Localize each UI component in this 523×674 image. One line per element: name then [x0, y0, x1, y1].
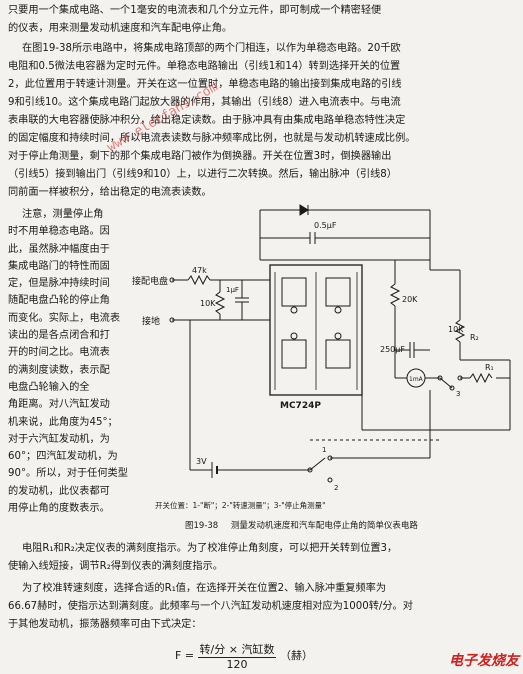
ground-label: 接地 [142, 315, 160, 327]
body-text-line: 用停止角的度数表示。 [8, 503, 110, 515]
circuit-diagram: 0.5μF MC724P 接配电盘 47k 接地 10K 1μF 20K 10K… [132, 204, 511, 510]
input-label: 接配电盘 [132, 275, 168, 287]
formula-numerator: 转/分 × 汽缸数 [197, 643, 277, 658]
body-text-line: （引线5）接到输出门（引线9和10）上，以进行二次转换。然后，输出脉冲（引线8） [8, 169, 397, 180]
r10k-right-label: 10K [448, 325, 464, 334]
site-logo: 电子发烧友 [449, 653, 519, 669]
body-text-line: 于其他发动机，振荡器频率可由下式决定： [8, 619, 202, 630]
resistor-r2 [454, 319, 466, 343]
diode-symbol [299, 204, 309, 216]
body-text-line: 电盘凸轮输入的全 [8, 381, 90, 393]
resistor-47k [187, 274, 211, 286]
body-text-line: 使输入线短接，调节R₂得到仪表的满刻度指示。 [8, 561, 223, 572]
body-text-line: 对于停止角测量，剩下的那个集成电路门被作为倒换器。开关在位置3时，倒换器输出 [8, 151, 392, 162]
body-text-line: 电阻和0.5微法电容器为定时元件。单稳态电路输出（引线1和14）转到选择开关的位… [8, 61, 401, 72]
ic-label: MC724P [280, 401, 321, 411]
figure-number: 图19-38 [185, 521, 219, 531]
body-text-line: 读出的是各点闭合和打 [8, 330, 110, 342]
formula-lhs: F = [175, 649, 195, 662]
formula-unit: （赫） [279, 649, 313, 662]
r47k-label: 47k [192, 266, 207, 275]
body-text-line: 集成电路门的特性而固 [8, 260, 110, 272]
body-text-line: 的发动机，此仪表都可 [8, 485, 110, 497]
body-text-line: 的固定幅度和持续时间，所以电流表读数与脉冲频率成比例，也就是与发动机转速成比例。 [8, 133, 416, 144]
body-text-line: 为了校准转速刻度，选择合适的R₁值，在选择开关在位置2、输入脉冲重复频率为 [22, 583, 387, 594]
cap-top-label: 0.5μF [314, 221, 337, 230]
meter-label: 1mA [409, 376, 424, 383]
r1-label: R₁ [485, 363, 494, 372]
body-text-line: 2，此位置用于转速计测量。开关在这一位置时，单稳态电路的输出接到集成电路的引线 [8, 79, 402, 90]
cap-250-label: 250μF [380, 345, 405, 354]
body-text-line: 同前面一样被积分，给出稳定的电流表读数。 [8, 187, 212, 198]
r10k-left-label: 10K [200, 299, 216, 308]
figure-caption-text: 测量发动机速度和汽车配电停止角的简单仪表电路 [230, 521, 418, 531]
left-column-text: 注意，测量停止角 时不用单稳态电路。因 此，虽然脉冲幅度由于 集成电路门的特性而… [8, 206, 128, 517]
body-text-line: 66.67赫时，使指示达到满刻度。此频率与一个八汽缸发动机速度相对应为1000转… [8, 601, 413, 612]
switch-note: 开关位置：1-"断"；2-"转速测量"；3-"停止角测量" [155, 500, 326, 510]
switch-pos-3: 3 [456, 390, 460, 398]
body-text-line: 开的时间之比。电流表 [8, 347, 110, 359]
resistor-20k [389, 283, 401, 307]
battery-label: 3V [196, 457, 207, 466]
body-text-line: 表串联的大电容器使脉冲积分，给出稳定读数。由于脉冲具有由集成电路单稳态特性决定 [8, 115, 406, 126]
body-text-line: 9和引线10。这个集成电路门起放大器的作用，其输出（引线8）进入电流表中。与电流 [8, 97, 401, 108]
switch-pos-1: 1 [322, 446, 326, 454]
body-text-line: 随配电盘凸轮的停止角 [8, 295, 110, 307]
r2-label: R₂ [470, 333, 479, 342]
body-text-line: 机来说，此角度为45°； [8, 416, 118, 428]
body-text-line: 在图19-38所示电路中，将集成电路顶部的两个门相连，以作为单稳态电路。20千欧 [22, 43, 401, 54]
body-text-line: 电阻R₁和R₂决定仪表的满刻度指示。为了校准停止角刻度，可以把开关转到位置3， [22, 543, 398, 554]
ic-package [269, 264, 363, 396]
body-text-line: 而变化。实际上，电流表 [8, 312, 121, 324]
body-text-line: 的仪表，用来测量发动机速度和汽车配电停止角。 [8, 23, 233, 34]
body-text-line: 只要用一个集成电路、一个1毫安的电流表和几个分立元件，即可制成一个精密轻便 [8, 5, 382, 16]
body-text-line: 注意，测量停止角 [22, 209, 104, 220]
r20k-label: 20K [402, 295, 418, 304]
formula-fraction: 转/分 × 汽缸数 120 [197, 641, 277, 671]
figure-caption: 图19-38 测量发动机速度和汽车配电停止角的简单仪表电路 [185, 519, 418, 531]
body-text-line: 定，但是脉冲持续时间 [8, 278, 110, 290]
body-text-line: 的满刻度读数，表示配 [8, 364, 110, 376]
resistor-r1 [469, 372, 493, 384]
body-text-line: 对于六汽缸发动机，为 [8, 433, 110, 445]
body-text-line: 60°；四汽缸发动机，为 [8, 451, 118, 463]
body-text-line: 角距离。对八汽缸发动 [8, 399, 110, 411]
frequency-formula: F = 转/分 × 汽缸数 120 （赫） [175, 641, 313, 671]
formula-denominator: 120 [226, 658, 248, 671]
body-text-line: 90°。所以，对于任何类型 [8, 468, 128, 480]
cap-1uf-label: 1μF [226, 286, 239, 294]
body-text-line: 此，虽然脉冲幅度由于 [8, 243, 110, 255]
body-text-line: 时不用单稳态电路。因 [8, 226, 110, 238]
switch-pos-2: 2 [334, 484, 338, 492]
resistor-10k-left [214, 291, 226, 315]
